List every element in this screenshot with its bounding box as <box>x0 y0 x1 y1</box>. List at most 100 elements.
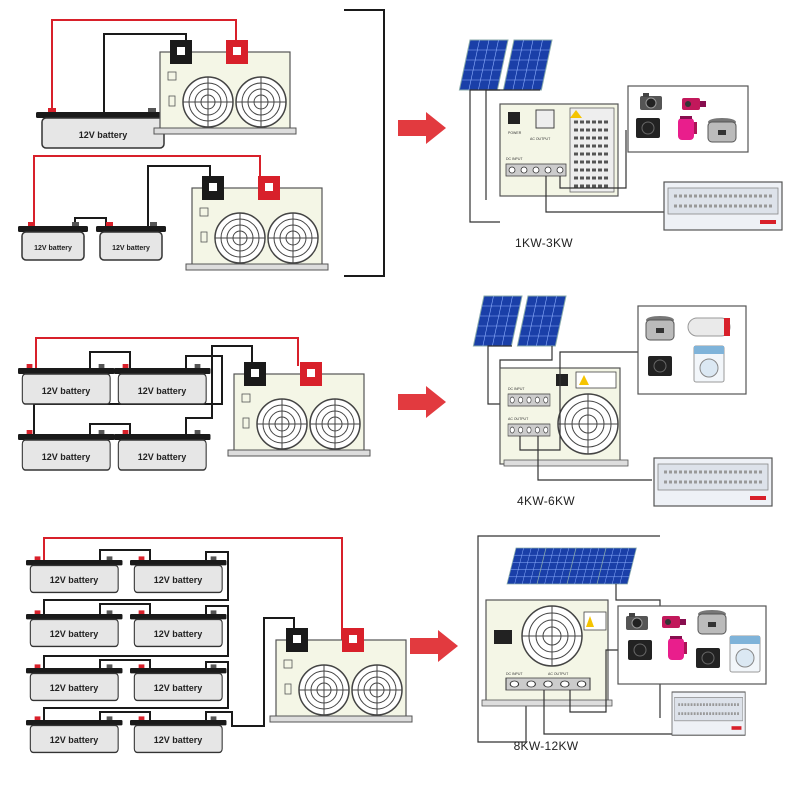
appliance-box <box>637 305 747 395</box>
solar-panel <box>472 295 523 347</box>
battery: 12V battery <box>25 609 124 648</box>
battery-label: 12V battery <box>138 386 187 396</box>
battery: 12V battery <box>17 429 116 471</box>
row-1-battery-setup: 12V battery 12V battery 12V battery <box>18 9 385 277</box>
negative-wire <box>185 345 253 434</box>
battery-label: 12V battery <box>50 683 99 693</box>
inverter-side-panel <box>269 627 413 723</box>
series-link-wire <box>43 551 229 614</box>
input-label: DC INPUT <box>506 672 523 676</box>
power-switch <box>556 374 568 386</box>
terminal-strip <box>505 163 567 177</box>
battery-label: 12V battery <box>42 452 91 462</box>
pv-wire <box>487 345 512 405</box>
battery: 12V battery <box>25 555 124 594</box>
terminal-strip <box>507 423 551 437</box>
battery: 12V battery <box>17 363 116 405</box>
arrow-right <box>410 630 458 662</box>
output-wire <box>545 176 664 213</box>
grouping-bracket <box>344 9 385 277</box>
battery-label: 12V battery <box>112 245 150 252</box>
series-link-wire <box>74 217 107 226</box>
row-3-solar-system: DC INPUT AC OUTPUT 8KW-12KW <box>477 535 767 753</box>
solar-panel <box>458 39 509 91</box>
battery-label: 12V battery <box>50 575 99 585</box>
input-label: DC INPUT <box>506 157 523 161</box>
power-rating: 1KW-3KW <box>515 236 573 250</box>
positive-wire <box>51 19 237 112</box>
terminal-strip <box>505 677 591 691</box>
battery-label: 12V battery <box>42 386 91 396</box>
positive-wire <box>35 337 299 368</box>
battery: 12V battery <box>96 222 166 261</box>
battery: 12V battery <box>25 715 124 754</box>
vent-grid <box>569 107 615 193</box>
battery: 12V battery <box>129 609 228 648</box>
cooktop-icon <box>635 117 661 139</box>
battery-label: 12V battery <box>50 629 99 639</box>
row-1-solar-system: POWER AC OUTPUT DC INPUT 1KW-3KW <box>458 39 784 250</box>
arrow-right <box>398 386 446 418</box>
series-link-wire <box>43 605 229 668</box>
battery-label: 12V battery <box>50 735 99 745</box>
rice-cooker-icon <box>707 117 737 143</box>
battery-label: 12V battery <box>138 452 187 462</box>
breaker-box <box>652 456 774 508</box>
output-wire <box>559 130 627 189</box>
battery-label: 12V battery <box>154 629 203 639</box>
battery: 12V battery <box>129 663 228 702</box>
output-wire <box>569 649 618 713</box>
row-3-battery-setup: 12V battery 12V battery 12V battery 12V … <box>25 537 413 754</box>
battery-label: 12V battery <box>154 575 203 585</box>
terminal-strip <box>507 393 551 407</box>
cooktop-icon <box>627 639 653 661</box>
positive-wire <box>33 155 261 226</box>
solar-panel <box>502 39 553 91</box>
battery: 12V battery <box>113 363 212 405</box>
battery-label: 12V battery <box>154 735 203 745</box>
output-wire <box>537 436 652 481</box>
battery-label: 12V battery <box>34 245 72 252</box>
battery: 12V battery <box>25 663 124 702</box>
output-wire <box>519 351 638 451</box>
power-rating: 4KW-6KW <box>517 494 575 508</box>
power-switch <box>494 630 512 644</box>
negative-wire <box>205 617 295 727</box>
output-wire <box>543 690 672 735</box>
appliance-box <box>627 85 749 153</box>
inverter-side-panel <box>185 175 329 271</box>
series-link-wire <box>89 423 131 434</box>
positive-wire <box>43 537 343 640</box>
inverter-side-panel <box>227 361 371 457</box>
power-rating: 8KW-12KW <box>514 739 579 753</box>
row-2-battery-setup: 12V battery 12V battery 12V battery 12V … <box>17 337 371 471</box>
pv-wire <box>469 89 500 223</box>
power-label: POWER <box>508 131 522 135</box>
output-label: AC OUTPUT <box>530 137 551 141</box>
series-link-wire <box>99 549 151 560</box>
rice-cooker-icon <box>697 609 727 635</box>
cooktop-icon <box>695 647 721 669</box>
battery-label: 12V battery <box>154 683 203 693</box>
series-link-wire <box>99 659 151 668</box>
washer-icon <box>729 635 761 673</box>
power-switch <box>508 112 520 124</box>
negative-wire <box>147 165 211 226</box>
battery: 12V battery <box>35 107 171 149</box>
appliance-box <box>617 605 767 685</box>
cooling-fan <box>557 393 619 455</box>
solar-panel <box>516 295 567 347</box>
row-2-solar-system: DC INPUT AC OUTPUT 4KW-6KW <box>472 295 774 508</box>
heater-icon <box>687 317 731 337</box>
battery: 12V battery <box>113 429 212 471</box>
washer-icon <box>693 345 725 383</box>
cooling-fan <box>521 605 583 667</box>
ac-socket <box>535 109 555 129</box>
inverter-side-panel <box>153 39 297 135</box>
series-link-wire <box>43 661 229 720</box>
series-link-wire <box>33 355 223 434</box>
output-label: AC OUTPUT <box>548 672 569 676</box>
warning-label <box>583 611 607 631</box>
battery: 12V battery <box>129 555 228 594</box>
rice-cooker-icon <box>645 315 675 341</box>
